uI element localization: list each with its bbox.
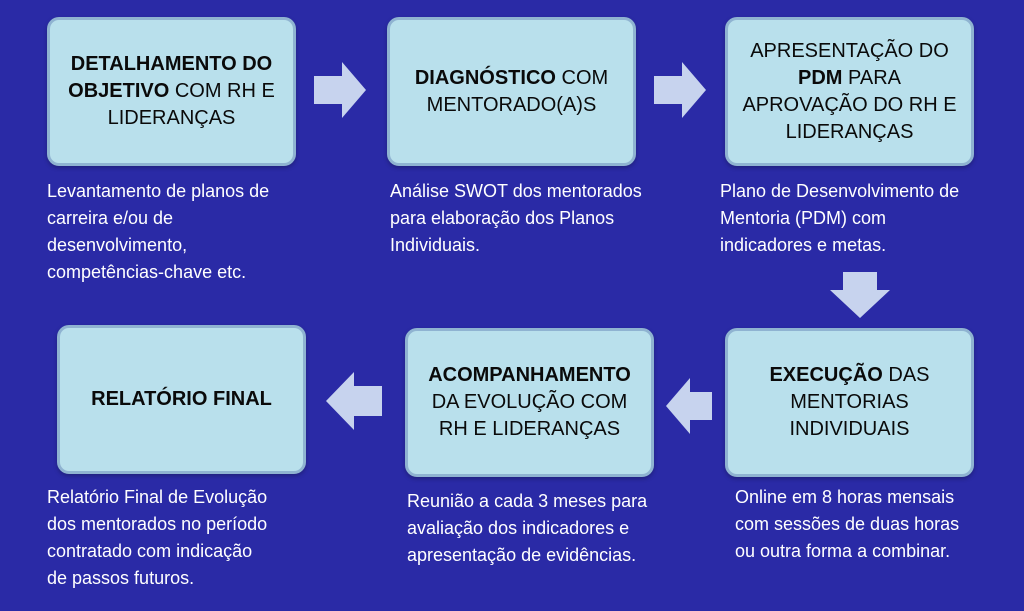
desc-line: ou outra forma a combinar. xyxy=(735,541,951,561)
title-run: DAS xyxy=(882,364,930,386)
title-run: INDIVIDUAIS xyxy=(789,418,910,440)
arrow-down-icon xyxy=(830,272,890,318)
arrow-right-icon xyxy=(314,62,366,118)
title-line: RH E LIDERANÇAS xyxy=(428,416,631,443)
arrow-left-shape xyxy=(326,372,382,430)
title-bold-run: ACOMPANHAMENTO xyxy=(428,364,631,386)
title-run: COM RH E xyxy=(169,80,275,102)
step-5-title: ACOMPANHAMENTO DA EVOLUÇÃO COM RH E LIDERA… xyxy=(428,362,631,443)
title-bold-run: PDM xyxy=(798,66,843,89)
title-line: EXECUÇÃO DAS xyxy=(769,362,929,389)
step-4-description: Online em 8 horas mensais com sessões de… xyxy=(735,484,959,565)
title-bold-run: DIAGNÓSTICO xyxy=(414,66,556,89)
arrow-right-icon xyxy=(654,62,706,118)
title-line: DETALHAMENTO DO xyxy=(68,51,275,78)
title-run: RH E LIDERANÇAS xyxy=(438,418,621,440)
desc-line: de passos futuros. xyxy=(47,568,195,588)
step-5-box: ACOMPANHAMENTO DA EVOLUÇÃO COM RH E LIDERA… xyxy=(405,328,654,477)
title-bold-run: EXECUÇÃO xyxy=(769,364,883,386)
title-line: LIDERANÇAS xyxy=(742,119,956,146)
arrow-left-icon xyxy=(666,378,712,434)
desc-line: apresentação de evidências. xyxy=(407,545,637,565)
arrow-left-icon xyxy=(326,372,382,430)
title-line: INDIVIDUAIS xyxy=(769,416,929,443)
title-run: LIDERANÇAS xyxy=(107,107,236,129)
title-bold-run: OBJETIVO xyxy=(68,80,170,102)
desc-line: Levantamento de planos de xyxy=(47,181,270,201)
desc-line: carreira e/ou de xyxy=(47,208,174,228)
title-line: DIAGNÓSTICO COM xyxy=(415,65,608,92)
desc-line: Individuais. xyxy=(390,235,481,255)
desc-line: dos mentorados no período xyxy=(47,514,268,534)
title-line: OBJETIVO COM RH E xyxy=(68,78,275,105)
title-line: RELATÓRIO FINAL xyxy=(91,386,272,413)
step-6-box: RELATÓRIO FINAL xyxy=(57,325,306,474)
title-line: DA EVOLUÇÃO COM xyxy=(428,389,631,416)
desc-line: competências-chave etc. xyxy=(47,262,247,282)
desc-line: para elaboração dos Planos xyxy=(390,208,615,228)
step-1-description: Levantamento de planos de carreira e/ou … xyxy=(47,178,269,286)
arrow-right-shape xyxy=(654,62,706,118)
desc-line: desenvolvimento, xyxy=(47,235,188,255)
title-bold-run: RELATÓRIO FINAL xyxy=(91,388,272,410)
desc-line: Plano de Desenvolvimento de xyxy=(720,181,960,201)
title-run: MENTORIAS xyxy=(790,391,909,413)
step-3-description: Plano de Desenvolvimento de Mentoria (PD… xyxy=(720,178,959,259)
title-line: APRESENTAÇÃO DO xyxy=(742,38,956,65)
desc-line: contratado com indicação xyxy=(47,541,253,561)
step-2-description: Análise SWOT dos mentorados para elabora… xyxy=(390,178,642,259)
desc-line: indicadores e metas. xyxy=(720,235,887,255)
title-line: PDM PARA xyxy=(742,65,956,92)
title-line: ACOMPANHAMENTO xyxy=(428,362,631,389)
step-6-title: RELATÓRIO FINAL xyxy=(91,386,272,413)
desc-line: Online em 8 horas mensais xyxy=(735,487,955,507)
title-line: MENTORADO(A)S xyxy=(415,92,608,119)
title-run: APROVAÇÃO DO RH E xyxy=(742,93,957,116)
title-line: LIDERANÇAS xyxy=(68,105,275,132)
desc-line: Relatório Final de Evolução xyxy=(47,487,268,507)
desc-line: com sessões de duas horas xyxy=(735,514,960,534)
desc-line: avaliação dos indicadores e xyxy=(407,518,630,538)
arrow-down-shape xyxy=(830,272,890,318)
title-run: DA EVOLUÇÃO COM xyxy=(431,391,628,413)
desc-line: Reunião a cada 3 meses para xyxy=(407,491,648,511)
title-run: MENTORADO(A)S xyxy=(426,93,597,116)
step-5-description: Reunião a cada 3 meses para avaliação do… xyxy=(407,488,647,569)
desc-line: Análise SWOT dos mentorados xyxy=(390,181,642,201)
title-line: APROVAÇÃO DO RH E xyxy=(742,92,956,119)
title-run: COM xyxy=(555,66,609,89)
title-line: MENTORIAS xyxy=(769,389,929,416)
title-run: PARA xyxy=(842,66,901,89)
title-bold-run: DETALHAMENTO DO xyxy=(70,53,273,75)
desc-line: Mentoria (PDM) com xyxy=(720,208,887,228)
arrow-right-shape xyxy=(314,62,366,118)
step-6-description: Relatório Final de Evolução dos mentorad… xyxy=(47,484,267,592)
title-run: LIDERANÇAS xyxy=(785,120,914,143)
arrow-left-shape xyxy=(666,378,712,434)
title-run: APRESENTAÇÃO DO xyxy=(750,39,949,62)
